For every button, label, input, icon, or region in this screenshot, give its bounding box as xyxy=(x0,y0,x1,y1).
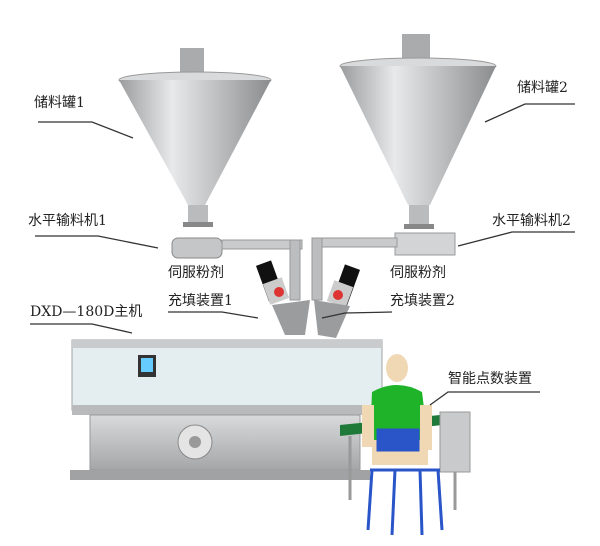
label-conveyor-2: 水平输料机2 xyxy=(492,213,571,229)
label-hopper-2: 储料罐2 xyxy=(517,80,568,96)
filler-1 xyxy=(255,260,310,335)
chair xyxy=(366,428,444,536)
conveyor-1 xyxy=(171,237,303,301)
conveyor-2 xyxy=(311,232,456,301)
label-filler-1-line2: 充填装置1 xyxy=(168,293,233,309)
label-conveyor-1: 水平输料机1 xyxy=(28,213,107,229)
label-counting-device: 智能点数装置 xyxy=(448,371,532,387)
leader-lines xyxy=(30,103,575,406)
label-filler-1-line1: 伺服粉剂 xyxy=(168,265,224,281)
main-machine xyxy=(70,339,402,480)
label-hopper-1: 储料罐1 xyxy=(34,95,85,111)
label-main-machine: DXD—180D主机 xyxy=(30,304,143,320)
hopper-2 xyxy=(339,34,497,229)
label-filler-2-line2: 充填装置2 xyxy=(390,293,455,309)
filler-2 xyxy=(314,264,361,338)
label-filler-2-line1: 伺服粉剂 xyxy=(390,265,446,281)
hopper-1 xyxy=(118,48,272,227)
